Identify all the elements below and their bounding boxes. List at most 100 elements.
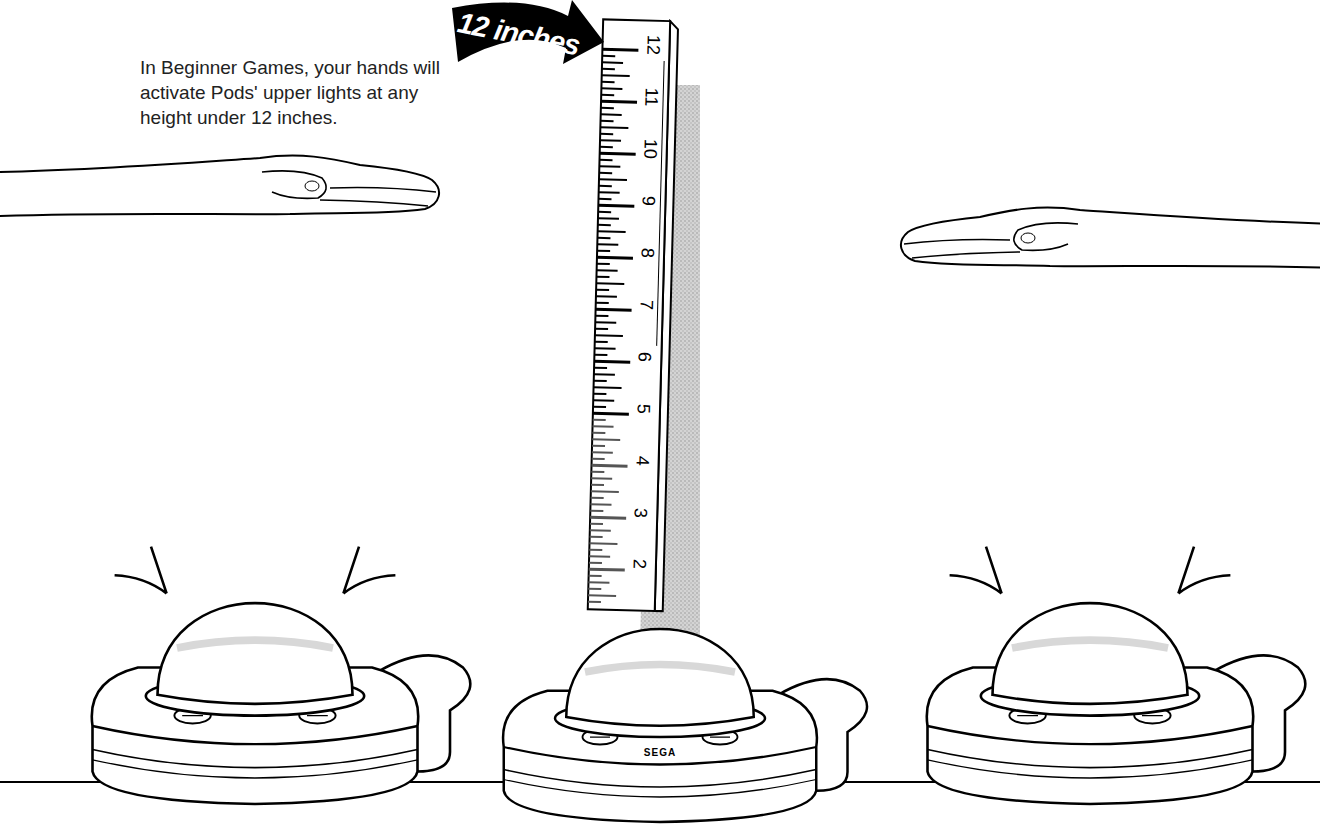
ruler-tick	[591, 484, 604, 486]
ruler-tick	[591, 471, 604, 473]
ruler-number: 12	[642, 34, 664, 55]
ruler-tick	[602, 74, 630, 77]
ruler-tick	[589, 562, 602, 564]
ruler-tick	[598, 217, 619, 220]
brand-mark: SEGA	[644, 747, 676, 758]
ruler-tick	[600, 126, 628, 129]
ruler-number: 7	[635, 299, 656, 310]
ruler-tick	[588, 588, 601, 590]
ruler-tick	[594, 373, 615, 376]
ruler-tick	[599, 172, 612, 174]
ruler-tick	[598, 211, 611, 213]
ruler-tick	[590, 529, 611, 532]
ruler-tick	[589, 549, 602, 551]
ruler-tick	[589, 542, 617, 545]
ruler-tick	[588, 581, 609, 584]
ruler-tick	[593, 393, 606, 395]
ruler-tick	[601, 113, 622, 116]
ruler-tick	[598, 224, 611, 226]
ruler-tick	[589, 575, 602, 577]
ruler-tick	[592, 464, 628, 468]
ruler-number: 11	[640, 87, 661, 106]
ruler-tick	[597, 263, 610, 265]
ruler-tick	[591, 477, 612, 480]
ruler-tick	[592, 438, 620, 441]
ruler-tick	[602, 48, 638, 52]
ruler-tick	[590, 523, 603, 525]
ruler-tick	[595, 321, 616, 324]
ruler-tick	[601, 120, 614, 122]
left-hand	[0, 156, 439, 216]
ruler-tick	[590, 503, 611, 506]
ruler-tick	[600, 159, 613, 161]
ruler-number: 2	[628, 559, 649, 570]
ruler-tick	[601, 107, 614, 109]
ruler-tick	[599, 185, 612, 187]
ruler-tick	[593, 406, 606, 408]
ruler-tick	[596, 282, 624, 285]
ruler-tick	[602, 61, 623, 64]
ruler-tick	[594, 386, 622, 389]
ruler-number: 3	[630, 507, 651, 518]
ruler-tick	[596, 289, 609, 291]
ruler-tick	[588, 601, 601, 603]
ruler-tick	[598, 198, 611, 200]
ruler	[588, 19, 678, 611]
ruler-tick	[599, 191, 620, 194]
ruler-tick	[601, 94, 614, 96]
ruler-tick	[590, 516, 626, 520]
ruler-tick	[598, 230, 626, 233]
ruler-tick	[593, 425, 614, 428]
right-pod	[927, 547, 1306, 804]
left-pod	[92, 547, 471, 804]
ruler-tick	[600, 152, 636, 156]
ruler-tick	[595, 334, 623, 337]
ruler-tick	[591, 497, 604, 499]
ruler-tick	[600, 146, 613, 148]
dimension-callout: 12 inches	[455, 6, 582, 62]
ruler-tick	[593, 412, 629, 416]
ruler-tick	[592, 432, 605, 434]
ruler-tick	[597, 250, 610, 252]
center-pod	[503, 629, 867, 822]
ruler-number: 8	[636, 247, 657, 258]
ruler-tick	[595, 315, 608, 317]
ruler-tick	[598, 204, 634, 208]
ruler-tick	[591, 490, 619, 493]
ruler-tick	[602, 81, 615, 83]
ruler-tick	[597, 237, 610, 239]
ruler-number: 10	[639, 138, 661, 159]
ruler-tick	[599, 165, 620, 168]
ruler-number: 4	[631, 455, 652, 466]
arrow-banner	[452, 0, 604, 64]
ruler-tick	[594, 380, 607, 382]
ruler-tick	[590, 536, 603, 538]
ruler-tick	[595, 347, 616, 350]
ruler-tick	[593, 399, 614, 402]
ruler-number: 6	[634, 351, 655, 362]
note-text: In Beginner Games, your hands will activ…	[140, 55, 440, 130]
ruler-tick	[596, 276, 609, 278]
ruler-tick	[595, 341, 608, 343]
ruler-tick	[600, 133, 613, 135]
ruler-tick	[592, 445, 605, 447]
ruler-tick	[602, 68, 615, 70]
ruler-number: 9	[638, 195, 659, 206]
ruler-tick	[596, 302, 609, 304]
ruler-tick	[602, 55, 615, 57]
ruler-tick	[588, 594, 616, 597]
ruler-tick	[589, 555, 610, 558]
ruler-tick	[601, 100, 637, 104]
ruler-tick	[596, 295, 617, 298]
ruler-tick	[592, 458, 605, 460]
ruler-tick	[594, 360, 630, 364]
ruler-tick	[597, 269, 618, 272]
ruler-tick	[596, 308, 632, 312]
ruler-number: 5	[632, 403, 653, 414]
ruler-tick	[592, 451, 613, 454]
ruler-tick	[600, 139, 621, 142]
ruler-tick	[594, 354, 607, 356]
ruler-tick	[590, 510, 603, 512]
right-hand	[901, 208, 1320, 268]
ruler-tick	[589, 568, 625, 572]
